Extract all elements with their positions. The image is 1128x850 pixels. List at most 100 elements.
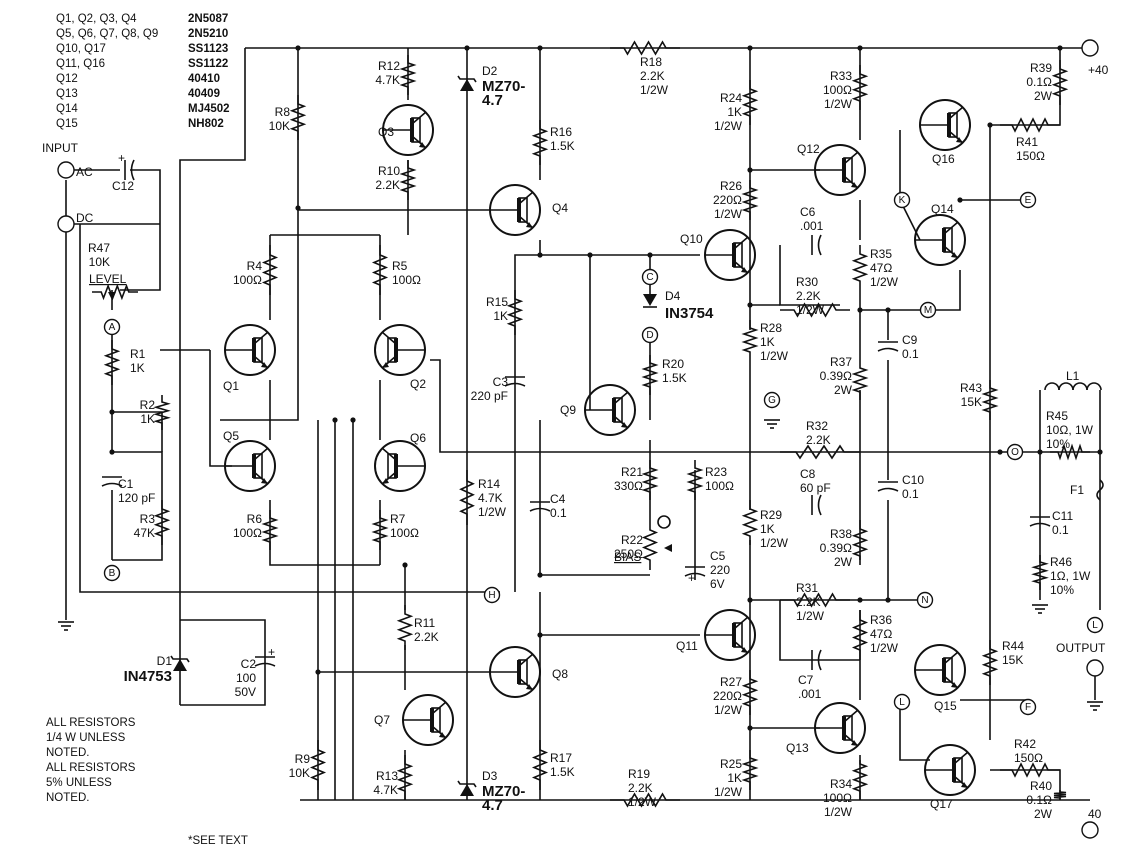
capacitor-plate [817,494,822,516]
resistor-zigzag [1051,60,1069,105]
capacitor-label-c3-line-1: 220 pF [471,389,508,403]
capacitor-label-c4-line-0: C4 [550,492,566,506]
resistor-zigzag [851,610,869,660]
resistor-r16 [531,120,549,165]
resistor-r45 [1050,443,1090,461]
fuse-element [1096,479,1104,501]
capacitor-label-c5-line-0: C5 [710,549,726,563]
resistor-label-r32-line-1: 2.2K [806,433,831,447]
resistor-zigzag [531,740,549,790]
resistor-r1 [103,340,121,385]
transistor-label-q1: Q1 [223,379,239,393]
ground-symbol [1087,701,1103,711]
transistor-arrow [961,782,968,788]
node-e: E [1019,191,1037,209]
node-g: G [763,391,781,409]
note-line-3: ALL RESISTORS [46,762,136,774]
capacitor-label-c2-line-0: C2 [241,657,257,671]
resistor-r4 [261,245,279,295]
resistor-label-r3-line-1: 47K [134,526,155,540]
resistor-label-r11-line-1: 2.2K [414,630,439,644]
transistor-label-q2: Q2 [410,377,426,391]
node-circle [1086,616,1104,634]
resistor-zigzag [459,470,475,525]
transistor-q16 [919,99,971,151]
transistor-arrow [526,684,533,690]
node-circle [919,301,937,319]
transistor-collector [843,709,859,723]
diode-d1 [170,655,190,671]
wire [120,169,161,291]
resistor-zigzag [741,500,759,545]
resistor-zigzag [309,740,327,790]
resistor-label-r21-line-0: R21 [621,465,643,479]
resistor-zigzag [261,245,279,295]
table-refs-2: Q10, Q17 [56,43,106,55]
transistor-arrow [261,478,268,484]
junction-dot [295,205,301,211]
transistor-q15 [914,644,966,696]
transistor-label-q5: Q5 [223,429,239,443]
resistor-label-r23-line-1: 100Ω [705,479,734,493]
resistor-label-r4-line-0: R4 [247,259,263,273]
diode-d2 [457,75,477,91]
node-k: K [893,191,911,209]
diode-d3 [457,780,477,796]
wire [79,224,500,593]
resistor-r25 [741,750,759,790]
table-part-0: 2N5087 [188,13,228,25]
resistor-label-r19-line-1: 2.2K [628,781,653,795]
resistor-zigzag [686,460,704,500]
resistor-zigzag [851,65,869,110]
resistor-r9 [309,740,327,790]
node-o: O [1006,443,1024,461]
junction-dot [647,252,653,258]
junction-dot [1097,449,1103,455]
wire [860,270,961,311]
resistor-label-r14-line-0: R14 [478,477,500,491]
node-label-c: C [646,272,653,283]
transistor-arrow [526,222,533,228]
resistor-label-r3-line-0: R3 [140,512,156,526]
ground-symbol [58,621,74,631]
capacitor-plate [504,382,526,387]
resistor-label-r30-line-1: 2.2K [796,289,821,303]
node-label-e: E [1025,195,1032,206]
table-part-6: MJ4502 [188,103,230,115]
transistor-collector [843,151,859,165]
junction-dot [402,562,408,568]
transistor-collector [253,447,269,461]
resistor-label-r10-line-0: R10 [378,164,400,178]
node-circle [1019,191,1037,209]
resistor-label-r26-line-1: 220Ω [713,193,742,207]
resistor-label-r28-line-2: 1/2W [760,349,789,363]
capacitor-label-c1-line-1: 120 pF [118,491,155,505]
resistor-zigzag [610,40,680,56]
resistor-label-r34-line-2: 1/2W [824,805,853,819]
resistor-label-r46-line-0: R46 [1050,555,1072,569]
resistor-label-r2-line-1: 1K [140,412,155,426]
junction-dot [537,45,543,51]
transistor-arrow [439,732,446,738]
resistor-label-r36-line-0: R36 [870,613,892,627]
resistor-label-r4-line-1: 100Ω [233,273,262,287]
resistor-label-r21-line-1: 330Ω [614,479,643,493]
node-circle [1006,443,1024,461]
node-f: F [1019,698,1037,716]
node-label-d: D [646,330,653,341]
transistor-q4 [489,184,541,236]
transistor-q13 [814,702,866,754]
resistor-label-r5-line-0: R5 [392,259,408,273]
diode-bar [170,655,190,663]
resistor-label-r1-line-1: 1K [130,361,145,375]
resistor-zigzag [741,670,759,715]
resistor-label-r12-line-0: R12 [378,59,400,73]
node-b: B [103,564,121,582]
transistor-q7 [402,694,454,746]
resistor-zigzag [780,444,860,460]
capacitor-label-c2-line-1: 100 [236,671,256,685]
resistor-label-r40-line-1: 0.1Ω [1026,793,1052,807]
transistor-q10 [704,229,756,281]
capacitor-label-c11-line-1: 0.1 [1052,523,1069,537]
transistor-collector [948,106,964,120]
